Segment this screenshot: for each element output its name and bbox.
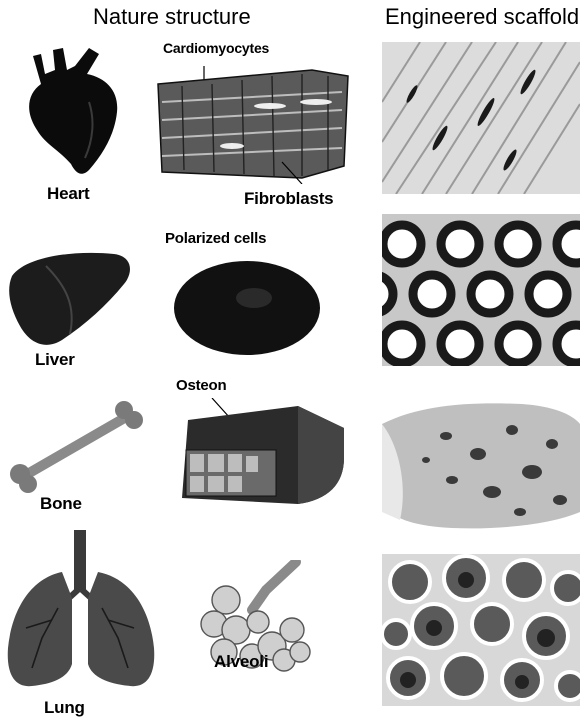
alveoli-label: Alveoli: [214, 652, 268, 672]
heart-organ-image: [15, 40, 130, 180]
liver-label: Liver: [35, 350, 75, 370]
porous-bone-scaffold-image: [382, 384, 580, 536]
lung-label: Lung: [44, 698, 85, 718]
lung-organ-image: [2, 528, 160, 696]
bone-label: Bone: [40, 494, 82, 514]
aligned-fiber-scaffold-image: [382, 42, 580, 194]
heart-label: Heart: [47, 184, 89, 204]
polarized-cell-disc-image: [172, 258, 322, 358]
nature-structure-header: Nature structure: [93, 4, 251, 30]
cardiac-tissue-image: [152, 62, 350, 184]
cellular-foam-scaffold-image: [382, 554, 580, 706]
polarized-cells-label: Polarized cells: [165, 230, 266, 247]
engineered-scaffold-header: Engineered scaffold: [385, 4, 579, 30]
liver-organ-image: [6, 246, 136, 352]
bone-organ-image: [6, 400, 146, 496]
cardiomyocytes-label: Cardiomyocytes: [163, 40, 269, 56]
fibroblasts-label: Fibroblasts: [244, 189, 333, 209]
osteon-bone-section-image: [168, 398, 348, 506]
osteon-label: Osteon: [176, 377, 226, 394]
honeycomb-scaffold-image: [382, 214, 580, 366]
